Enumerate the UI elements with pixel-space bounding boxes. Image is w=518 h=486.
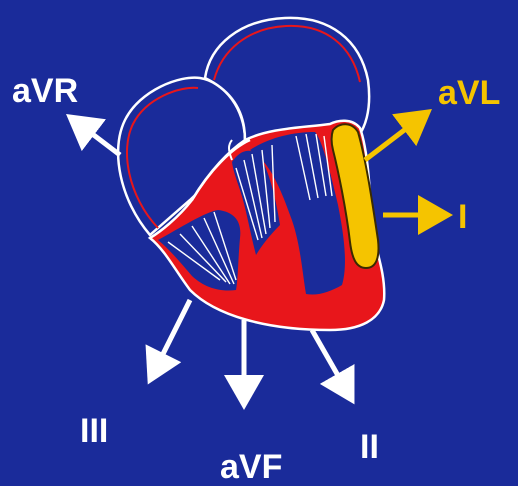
heart xyxy=(118,18,384,330)
ii-arrow xyxy=(312,330,352,400)
iii-arrow xyxy=(150,300,190,380)
i-label: I xyxy=(458,198,467,236)
avf-label: aVF xyxy=(220,448,282,486)
avr-arrow xyxy=(70,117,120,155)
avl-arrow xyxy=(365,112,428,160)
avr-label: aVR xyxy=(12,72,78,110)
avl-label: aVL xyxy=(438,74,500,112)
iii-label: III xyxy=(80,412,108,450)
ii-label: II xyxy=(360,428,379,466)
